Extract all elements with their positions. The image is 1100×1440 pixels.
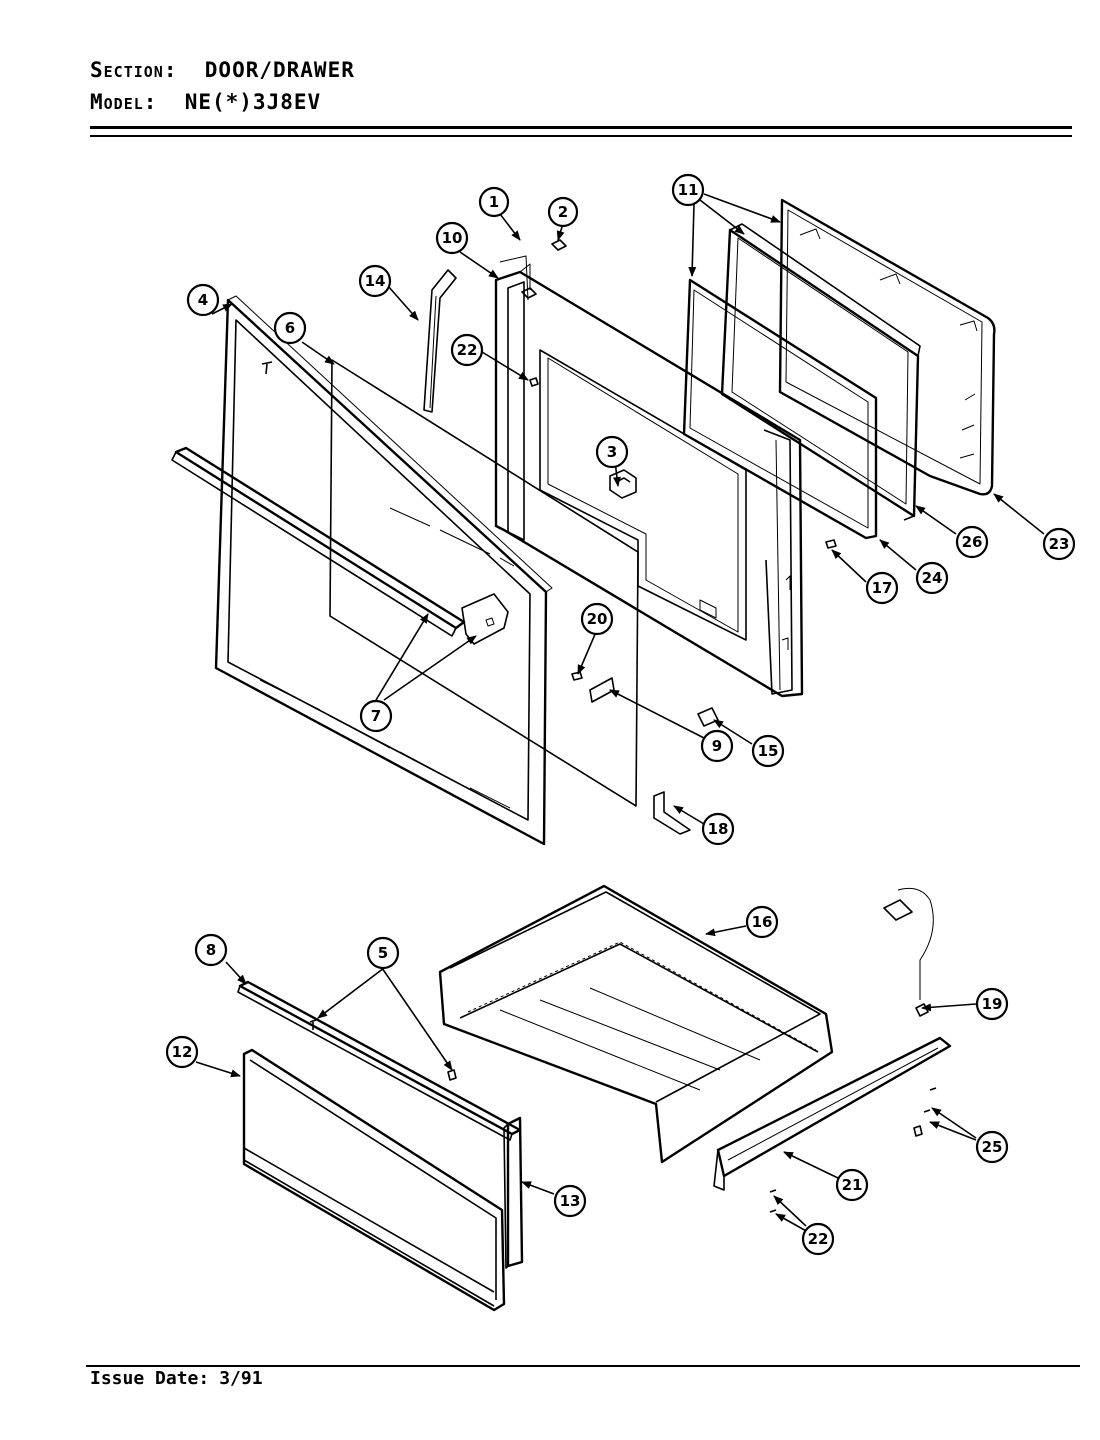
callout-14: 14 <box>358 264 392 298</box>
callout-11: 11 <box>671 173 705 207</box>
callout-26-label: 26 <box>962 533 983 551</box>
part-15-stop <box>697 707 719 727</box>
part-24-glass-panel <box>682 278 878 540</box>
header-rule-thin <box>90 135 1072 137</box>
callout-3-label: 3 <box>607 443 617 461</box>
part-14-side-trim <box>423 269 457 413</box>
callout-12: 12 <box>165 1035 199 1069</box>
part-12-drawer-front <box>242 1048 506 1312</box>
callout-6-label: 6 <box>285 319 295 337</box>
header-rule-thick <box>90 126 1072 129</box>
part-13-drawer-endcap <box>503 1116 524 1269</box>
part-7-door-handle <box>171 446 509 645</box>
callout-19: 19 <box>975 987 1009 1021</box>
model-label: Model: <box>90 90 158 114</box>
section-label: Section: <box>90 58 178 82</box>
part-18-bracket <box>653 791 691 835</box>
callout-20-label: 20 <box>587 610 608 628</box>
callout-9: 9 <box>700 729 734 763</box>
callout-10: 10 <box>435 221 469 255</box>
callout-21: 21 <box>835 1168 869 1202</box>
issue-date-value: 3/91 <box>219 1368 263 1389</box>
callout-23-label: 23 <box>1049 535 1070 553</box>
callout-10-label: 10 <box>442 229 463 247</box>
callout-24-label: 24 <box>922 569 943 587</box>
callout-25-label: 25 <box>982 1138 1003 1156</box>
callout-4-label: 4 <box>198 291 208 309</box>
part-21-drawer-rail <box>713 1036 952 1191</box>
callout-7-label: 7 <box>371 707 381 725</box>
callout-9-label: 9 <box>712 737 722 755</box>
callout-14-label: 14 <box>365 272 386 290</box>
callout-12-label: 12 <box>172 1043 193 1061</box>
callout-13-label: 13 <box>560 1192 581 1210</box>
callout-2: 2 <box>547 196 579 228</box>
section-value: DOOR/DRAWER <box>204 58 355 82</box>
callout-15-label: 15 <box>758 742 779 760</box>
issue-date: Issue Date: 3/91 <box>90 1368 273 1389</box>
callout-22-upper-label: 22 <box>457 341 478 359</box>
callout-1: 1 <box>478 186 510 218</box>
callout-2-label: 2 <box>558 203 568 221</box>
callout-8: 8 <box>194 933 228 967</box>
part-16-drawer-box <box>438 884 834 1164</box>
callout-7: 7 <box>359 699 393 733</box>
callout-1-label: 1 <box>489 193 499 211</box>
leader-lines <box>195 193 1045 1233</box>
callout-3: 3 <box>595 435 629 469</box>
part-23-outer-panel <box>778 198 996 496</box>
model-heading: Model: NE(*)3J8EV <box>90 90 321 114</box>
issue-date-label: Issue Date: <box>90 1368 210 1389</box>
callout-5: 5 <box>366 936 400 970</box>
callout-18-label: 18 <box>708 820 729 838</box>
callout-22-lower: 22 <box>801 1222 835 1256</box>
callout-8-label: 8 <box>206 941 216 959</box>
part-4-outer-door <box>214 295 553 846</box>
callout-17-label: 17 <box>872 579 893 597</box>
callout-18: 18 <box>701 812 735 846</box>
callout-4: 4 <box>186 283 220 317</box>
part-8-drawer-trim <box>237 980 522 1141</box>
part-3-clip <box>609 469 637 499</box>
callout-11-label: 11 <box>678 181 699 199</box>
callout-25: 25 <box>975 1130 1009 1164</box>
model-value: NE(*)3J8EV <box>184 90 322 114</box>
callout-26: 26 <box>955 525 989 559</box>
section-heading: Section: DOOR/DRAWER <box>90 58 355 82</box>
callout-22-lower-label: 22 <box>808 1230 829 1248</box>
callout-23: 23 <box>1042 527 1076 561</box>
callout-6: 6 <box>273 311 307 345</box>
callout-22-upper: 22 <box>450 333 484 367</box>
part-6-insulation-sheet <box>329 359 639 807</box>
callout-19-label: 19 <box>982 995 1003 1013</box>
door-screws <box>261 239 837 681</box>
footer-rule <box>86 1365 1080 1367</box>
callout-21-label: 21 <box>842 1176 863 1194</box>
callout-16-label: 16 <box>752 913 773 931</box>
callout-20: 20 <box>580 602 614 636</box>
callout-5-label: 5 <box>378 944 388 962</box>
callout-17: 17 <box>865 571 899 605</box>
callout-13: 13 <box>553 1184 587 1218</box>
callout-16: 16 <box>745 905 779 939</box>
callout-24: 24 <box>915 561 949 595</box>
part-19-roller <box>883 887 934 1017</box>
callout-15: 15 <box>751 734 785 768</box>
